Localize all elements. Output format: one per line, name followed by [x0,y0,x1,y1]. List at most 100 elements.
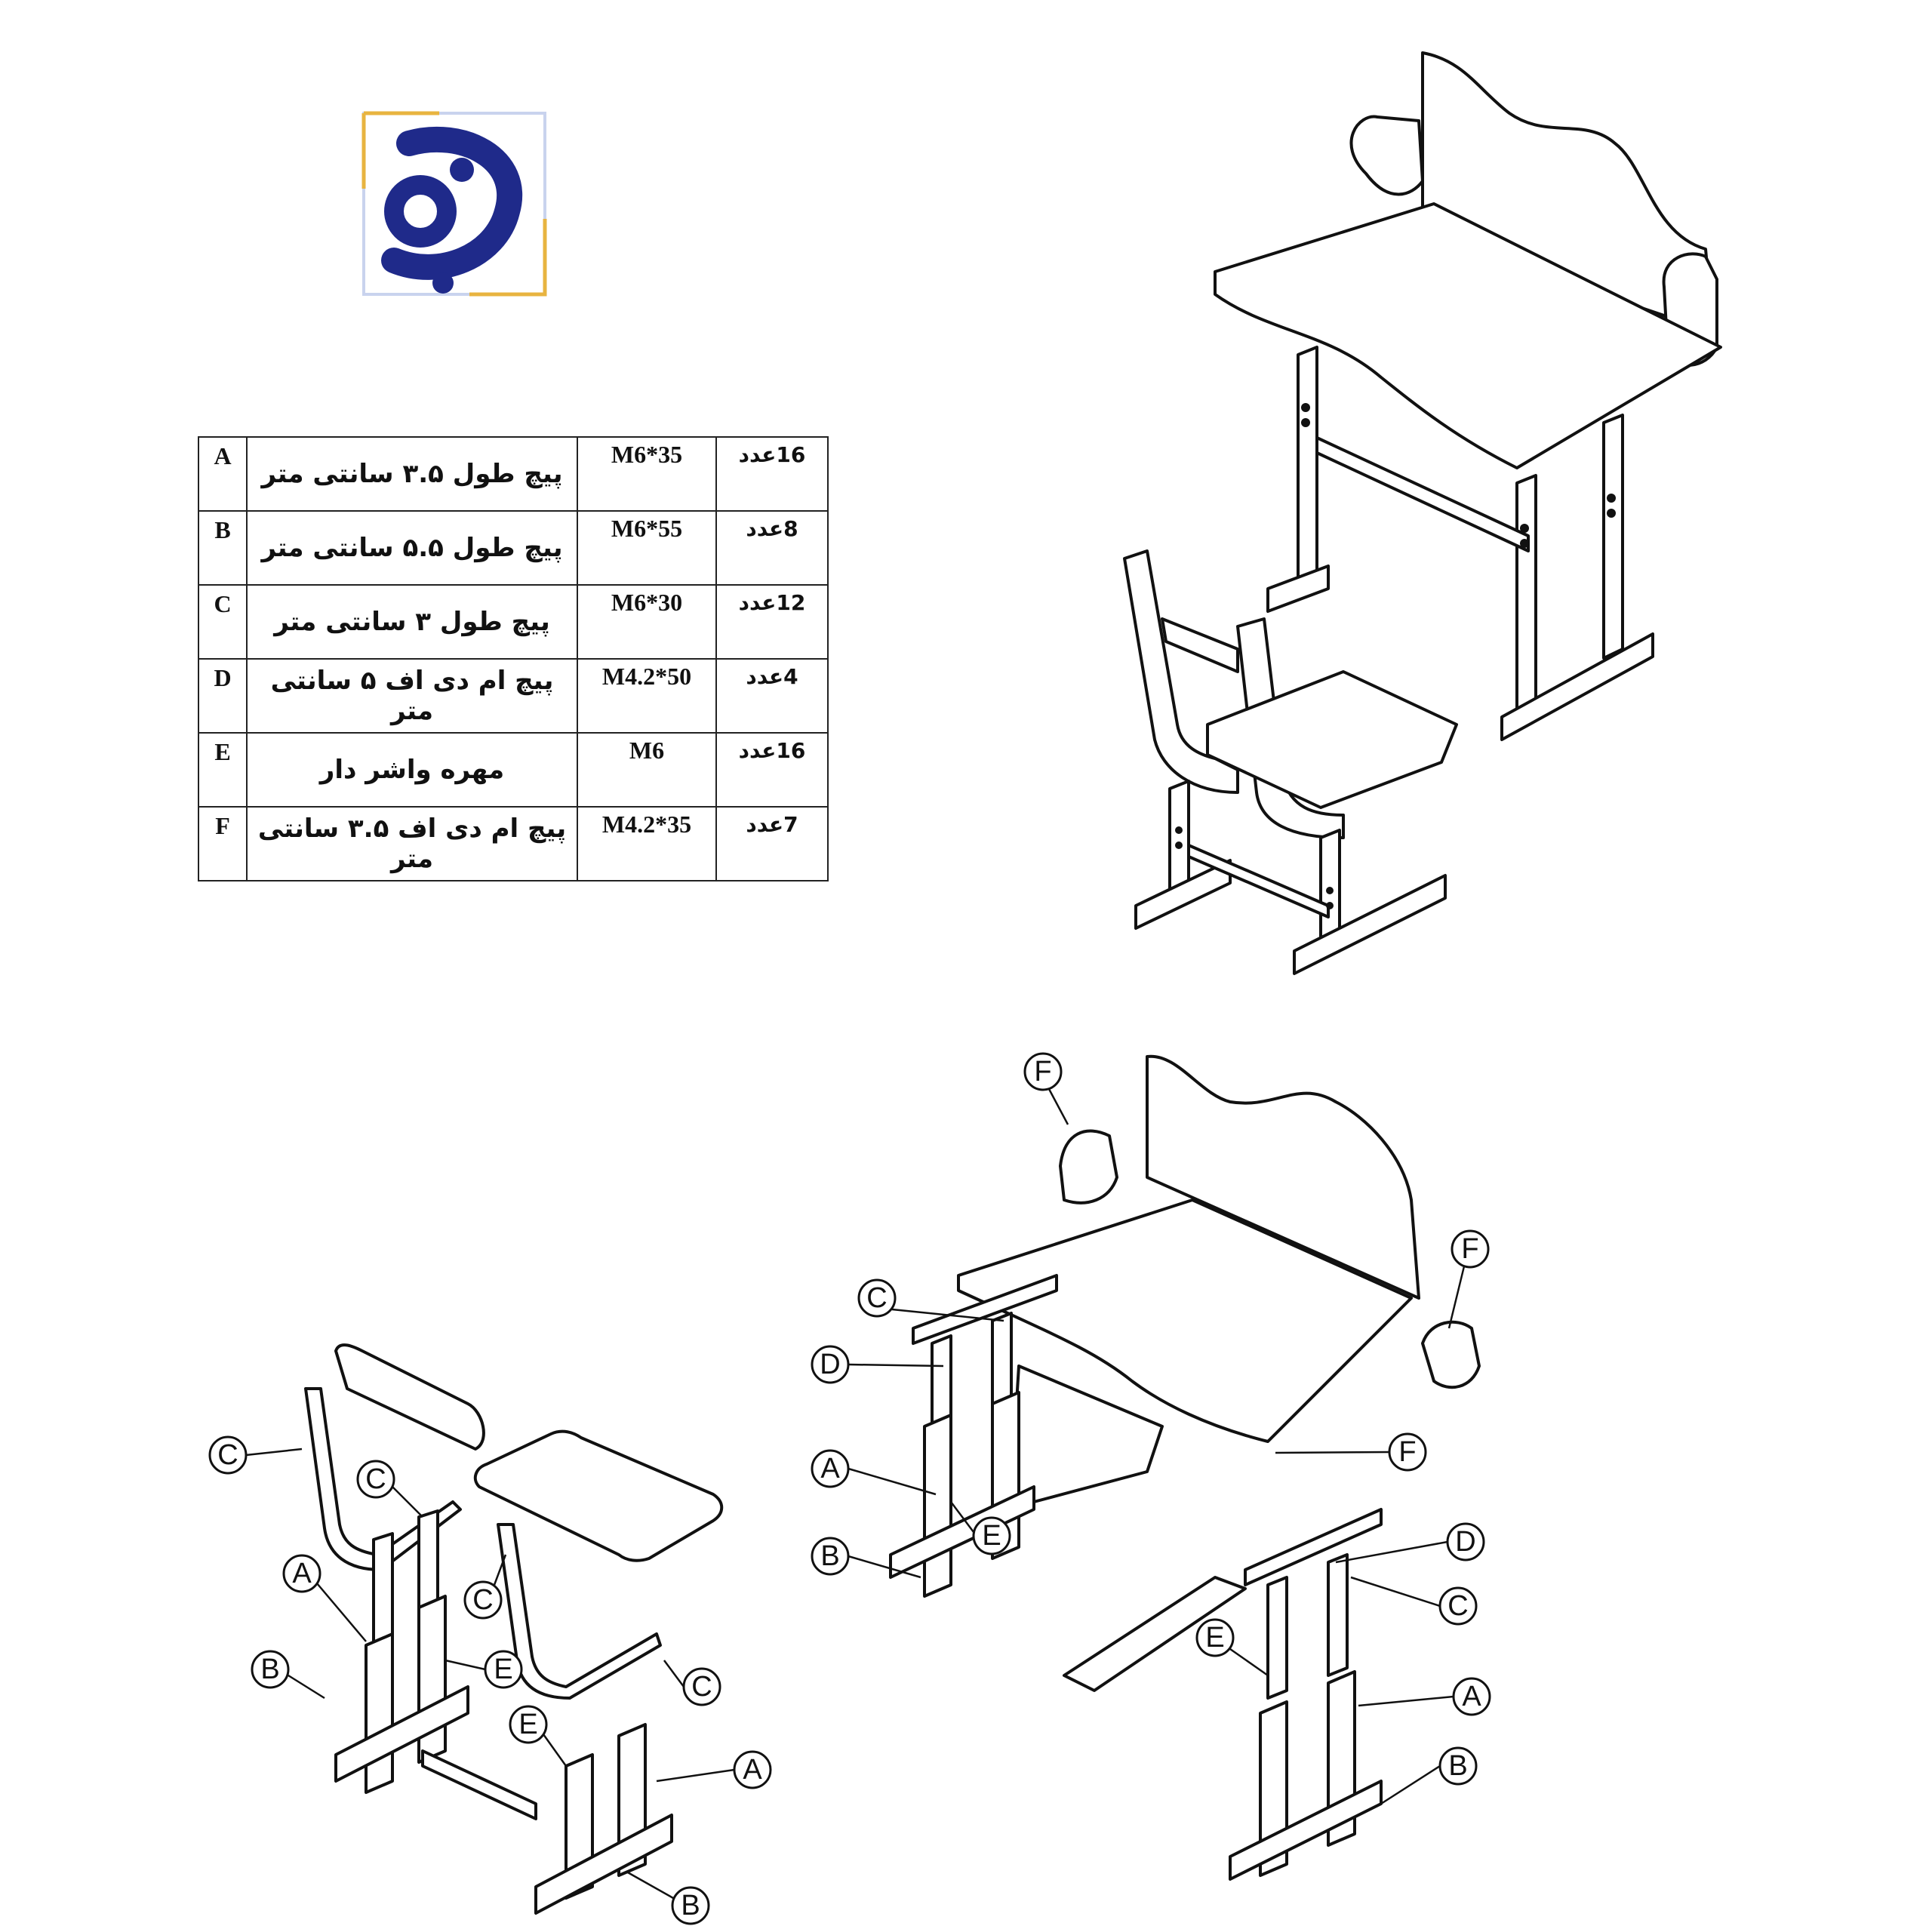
chair-backrest-panel [334,1343,485,1451]
part-spec: M6*30 [577,584,717,660]
desk-callout-e-1: E [972,1516,1011,1555]
desk-slide-tube [1327,1553,1349,1677]
desk-callout-a-1: A [811,1449,850,1488]
part-letter: F [198,806,248,881]
part-quantity: 12عدد [715,584,829,660]
part-description: مهره واشر دار [246,732,578,808]
svg-text:B: B [1448,1750,1467,1782]
part-spec: M4.2*35 [577,806,717,881]
chair-foot-left [1134,859,1232,930]
part-quantity: 7عدد [715,806,829,881]
desk-leg-front-left [1297,346,1318,584]
brand-logo [361,111,547,297]
part-description: پیچ طول ۳.۵ سانتی متر [246,436,578,512]
svg-text:D: D [1455,1526,1475,1558]
desk-leg-front-right [1515,474,1537,711]
desk-callout-b-2: B [1438,1746,1478,1786]
chair-callout-a-1: A [282,1554,321,1593]
desk-side-panel-left [1349,115,1424,196]
chair-back-left-upright [1123,549,1239,794]
chair-leg [365,1632,394,1794]
part-quantity: 8عدد [715,510,829,586]
part-spec: M6*35 [577,436,717,512]
desk-callout-c-1: C [857,1278,897,1318]
svg-text:C: C [866,1282,887,1314]
svg-text:C: C [1447,1590,1468,1622]
svg-text:E: E [518,1709,537,1740]
desk-top [1214,202,1722,469]
desk-callout-b-1: B [811,1537,850,1576]
logo-dot [432,272,454,294]
chair-callout-c-4: C [682,1667,721,1706]
part-letter: D [198,658,248,734]
svg-text:C: C [691,1671,712,1703]
chair-exploded-drawing: C C C C A A E E B B [208,1343,772,1925]
desk-leg [923,1414,952,1598]
logo-glyph [381,126,523,280]
part-letter: E [198,732,248,808]
desk-leg-bracket [1244,1508,1383,1586]
part-description: پیچ ام دی اف ۳.۵ سانتی متر [246,806,578,881]
desk-top [957,1198,1413,1443]
desk-callout-a-2: A [1452,1677,1491,1716]
desk-back-panel [1146,1054,1420,1300]
desk-callout-f-1: F [1023,1052,1063,1091]
logo-glyph-loop [384,175,457,248]
svg-text:D: D [820,1349,840,1380]
chair-backrest [1161,617,1239,673]
svg-text:B: B [260,1654,279,1685]
desk-leg-bracket [912,1274,1058,1345]
svg-text:E: E [1205,1622,1224,1654]
part-spec: M6*55 [577,510,717,586]
desk-exploded-drawing: F F F C D A E B D C E A B [811,1052,1491,1881]
chair-crossbar [421,1749,537,1820]
chair-callout-a-2: A [733,1750,772,1789]
chair-foot [334,1685,469,1783]
svg-text:A: A [743,1754,762,1786]
chair-upright-right [497,1523,662,1700]
desk-foot-right [1500,632,1654,741]
desk-callout-f-2: F [1451,1229,1490,1269]
svg-text:F: F [1461,1233,1478,1265]
assembled-desk [1214,51,1722,741]
svg-text:E: E [494,1654,512,1685]
chair-seat [1206,670,1458,809]
logo-frame-gold [361,111,547,297]
svg-text:E: E [982,1520,1001,1552]
desk-back-panel [1421,51,1715,334]
desk-side-panel-right [1421,1320,1481,1389]
chair-callout-c-3: C [463,1580,503,1620]
part-description: پیچ طول ۵.۵ سانتی متر [246,510,578,586]
part-letter: C [198,584,248,660]
logo-dot [450,158,474,182]
chair-callout-b-1: B [251,1650,290,1689]
desk-callout-f-3: F [1388,1432,1427,1472]
part-description: پیچ ام دی اف ۵ سانتی متر [246,658,578,734]
desk-slide-tube [1266,1576,1288,1700]
chair-callout-c-2: C [356,1460,395,1499]
desk-foot-left [1266,565,1330,613]
svg-text:A: A [1462,1681,1481,1712]
part-spec: M6 [577,732,717,808]
part-spec: M4.2*50 [577,658,717,734]
svg-text:B: B [820,1540,839,1572]
chair-foot [534,1814,673,1915]
desk-crossbar-frame [1063,1576,1247,1692]
desk-side-panel-left [1059,1129,1118,1205]
part-quantity: 16عدد [715,732,829,808]
part-letter: A [198,436,248,512]
svg-text:A: A [820,1453,840,1484]
chair-callout-c-1: C [208,1435,248,1475]
svg-text:F: F [1034,1056,1051,1088]
assembled-chair [1123,549,1458,975]
svg-text:F: F [1398,1436,1416,1468]
chair-callout-e-2: E [509,1705,548,1744]
part-letter: B [198,510,248,586]
